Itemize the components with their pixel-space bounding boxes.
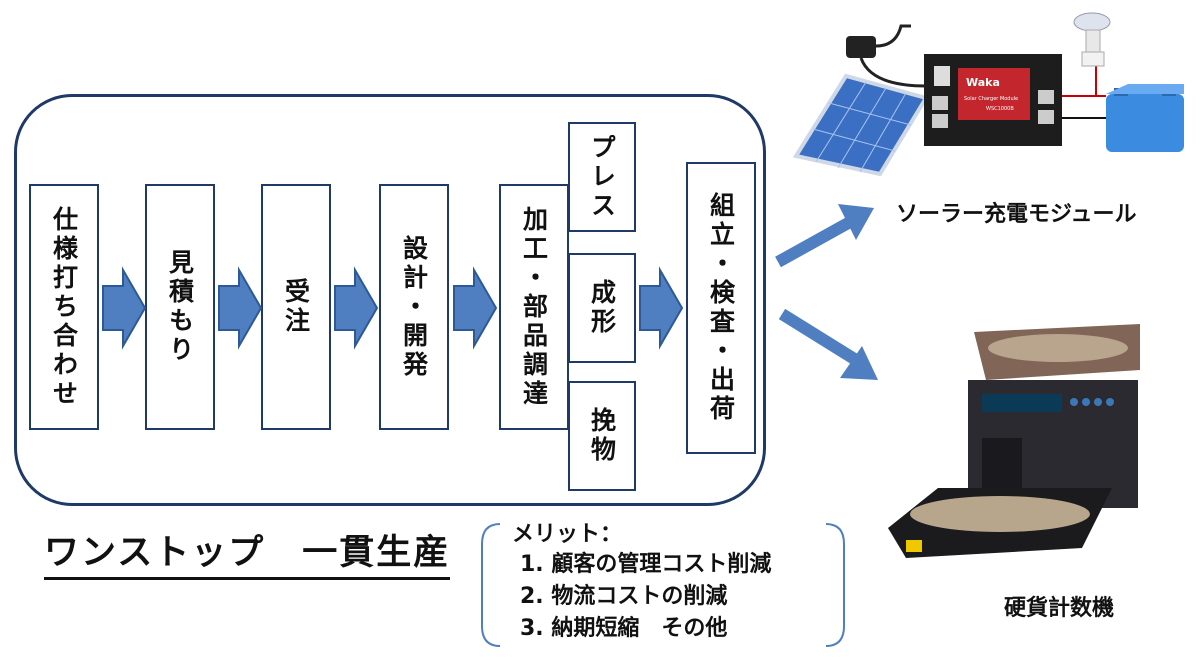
merit-item: 1. 顧客の管理コスト削減 <box>520 552 772 577</box>
step-processing-procurement: 加工・部品調達 <box>499 184 569 430</box>
subprocess-label: 成形 <box>587 279 617 337</box>
step-label: 受注 <box>281 278 311 336</box>
step-assembly-inspection-shipping: 組立・検査・出荷 <box>686 162 756 454</box>
subprocess-press: プレス <box>568 122 636 232</box>
solar-module-caption: ソーラー充電モジュール <box>896 202 1137 227</box>
flow-arrow <box>218 266 263 350</box>
process-frame <box>14 94 766 506</box>
arrow-to-coin-counter <box>778 308 878 380</box>
board-label-text: Solar Charger Module <box>964 96 1018 102</box>
step-order-received: 受注 <box>261 184 331 430</box>
coin-counter-caption: 硬貨計数機 <box>1004 596 1115 621</box>
subprocess-label: プレス <box>587 133 617 221</box>
flow-arrow <box>639 266 684 350</box>
solar-charger-module-image: Waka Solar Charger Module WSC1000B <box>792 12 1184 177</box>
right-bracket <box>825 523 845 647</box>
merit-item: 3. 納期短縮 その他 <box>520 616 728 641</box>
merits-panel: メリット： 1. 顧客の管理コスト削減 2. 物流コストの削減 3. 納期短縮 … <box>478 520 848 650</box>
coin-counter-image <box>888 324 1140 558</box>
step-label: 見積もり <box>165 249 195 365</box>
flow-arrow <box>453 266 498 350</box>
step-design-development: 設計・開発 <box>379 184 449 430</box>
step-label: 組立・検査・出荷 <box>706 192 736 424</box>
step-label: 加工・部品調達 <box>519 205 549 409</box>
subprocess-molding: 成形 <box>568 253 636 363</box>
arrow-to-solar-module <box>775 204 874 268</box>
step-specification-meeting: 仕様打ち合わせ <box>29 184 99 430</box>
step-estimate: 見積もり <box>145 184 215 430</box>
flow-arrow <box>102 266 147 350</box>
board-brand-text: Waka <box>966 76 1000 89</box>
subprocess-turning: 挽物 <box>568 381 636 491</box>
board-model-text: WSC1000B <box>986 106 1014 112</box>
step-label: 設計・開発 <box>399 234 429 380</box>
flow-arrow <box>334 266 379 350</box>
step-label: 仕様打ち合わせ <box>49 205 79 409</box>
merit-item: 2. 物流コストの削減 <box>520 584 728 609</box>
one-stop-title: ワンストップ 一貫生産 <box>44 524 451 580</box>
merits-heading: メリット： <box>512 522 623 547</box>
left-bracket <box>481 523 501 647</box>
subprocess-label: 挽物 <box>587 407 617 465</box>
